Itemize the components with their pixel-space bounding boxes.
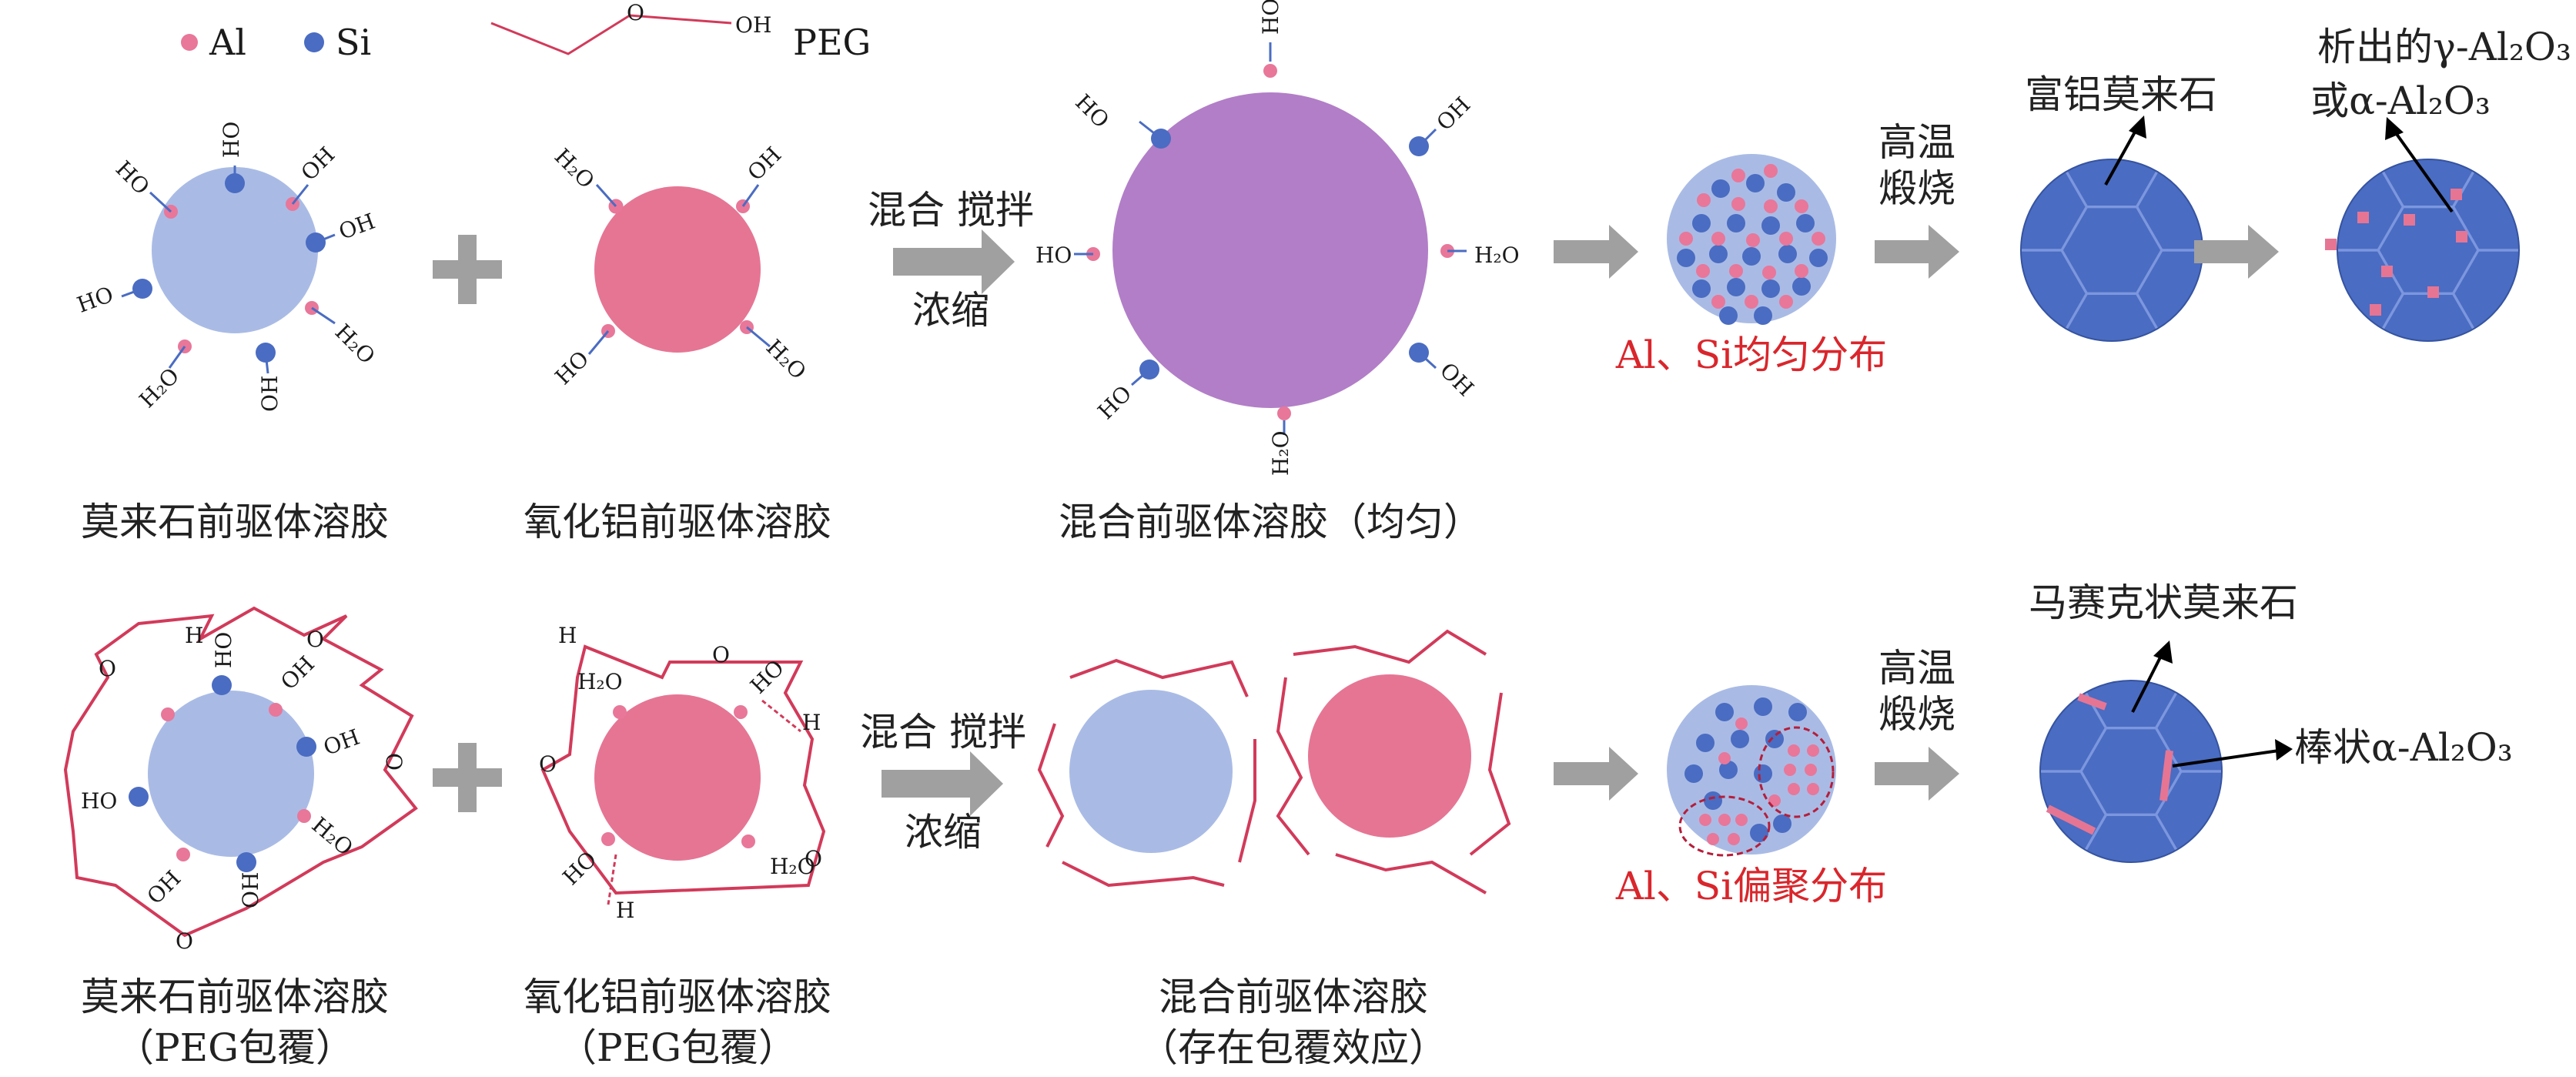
svg-text:O: O: [306, 627, 324, 652]
precipitate-label-2: 或α-Al₂O₃: [2310, 79, 2491, 123]
svg-text:OH: OH: [1435, 358, 1479, 402]
mosaic-mullite-grain: [2039, 641, 2293, 863]
peg-legend-oh: OH: [735, 12, 771, 38]
svg-text:H: H: [558, 623, 577, 648]
arrow-to-precipitate: [2194, 225, 2279, 279]
plus-sign: [433, 235, 502, 304]
mullite-peg-coated-label: （PEG包覆）: [115, 1025, 354, 1070]
alumina-sol-peg-particle: H H₂O HO HO H₂O H H O O O: [539, 623, 826, 923]
mix-stir-label-1: 混合 搅拌: [868, 188, 1034, 232]
peg-chain: [63, 606, 418, 938]
peg-legend-o: O: [627, 0, 644, 25]
coated-mixed-sol: [1037, 629, 1511, 895]
svg-text:OH: OH: [238, 872, 263, 908]
alumina-sol-label: 氧化铝前驱体溶胶: [524, 500, 831, 544]
svg-text:HO: HO: [74, 282, 117, 318]
svg-text:HO: HO: [1258, 0, 1283, 35]
svg-text:H: H: [185, 623, 203, 648]
legend: Al Si O OH PEG: [181, 0, 871, 63]
concentrate-label-1: 浓缩: [912, 288, 989, 333]
svg-text:OH: OH: [276, 651, 319, 695]
segregated-distribution-label: Al、Si偏聚分布: [1615, 864, 1887, 908]
svg-text:OH: OH: [320, 724, 363, 761]
peg-chain-icon: [490, 14, 732, 55]
svg-text:HO: HO: [81, 788, 117, 814]
svg-text:OH: OH: [1432, 92, 1476, 135]
coating-effect-label: （存在包覆效应）: [1139, 1025, 1447, 1070]
mosaic-mullite-label: 马赛克状莫来石: [2029, 580, 2298, 625]
arrow-to-segregated: [1554, 747, 1638, 801]
svg-text:O: O: [99, 656, 116, 681]
precipitated-alumina-grain: [2325, 117, 2520, 342]
svg-text:煅烧: 煅烧: [1878, 692, 1955, 737]
svg-text:HO: HO: [1070, 89, 1114, 133]
svg-text:煅烧: 煅烧: [1878, 166, 1955, 211]
svg-text:HO: HO: [211, 632, 236, 668]
svg-text:O: O: [381, 753, 406, 771]
mixed-sol-sphere: [1112, 92, 1428, 408]
peg-legend-label: PEG: [793, 22, 871, 63]
mullite-sol-label: 莫来石前驱体溶胶: [81, 500, 389, 544]
al-legend-label: Al: [209, 22, 246, 63]
svg-text:OH: OH: [142, 865, 186, 909]
svg-text:H₂O: H₂O: [307, 812, 358, 861]
calcination-arrow-2: 高温 煅烧: [1875, 646, 1959, 801]
svg-text:H₂O: H₂O: [577, 669, 623, 694]
precipitate-label-1: 析出的γ-Al₂O₃: [2317, 25, 2571, 69]
svg-text:H₂O: H₂O: [761, 335, 811, 385]
mixed-sol-uniform-label: 混合前驱体溶胶（均匀）: [1059, 500, 1482, 544]
svg-text:H₂O: H₂O: [330, 319, 380, 370]
mullite-sol-sphere: [152, 167, 318, 333]
arrow-to-uniform: [1554, 225, 1638, 279]
segregated-distribution-particle: [1667, 685, 1836, 857]
svg-text:O: O: [539, 751, 557, 777]
mullite-sol-peg-particle: H HO OH OH HO H₂O OH OH O O O O: [63, 606, 418, 954]
uniform-distribution-particle: [1667, 154, 1836, 325]
peg-chain-2: [540, 644, 826, 895]
svg-text:O: O: [176, 928, 193, 954]
svg-text:浓缩: 浓缩: [905, 810, 982, 855]
si-legend-label: Si: [336, 22, 371, 63]
svg-text:HO: HO: [1093, 380, 1137, 424]
alumina-sol-sphere: [594, 186, 761, 353]
svg-text:H₂O: H₂O: [770, 854, 815, 879]
mixed-sol-particle: HO HO OH HO H₂O HO OH H₂O: [1035, 0, 1520, 476]
plus-sign-2: [433, 743, 502, 812]
svg-text:高温: 高温: [1878, 646, 1955, 691]
svg-text:H₂O: H₂O: [1268, 430, 1293, 476]
svg-text:O: O: [712, 642, 730, 667]
mullite-sol-particle: HO HO OH OH HO H₂O H₂O OH: [74, 122, 380, 413]
process-arrow-mix-2: 混合 搅拌 浓缩: [860, 710, 1026, 855]
svg-text:HO: HO: [219, 122, 244, 158]
svg-text:HO: HO: [550, 346, 594, 390]
mullite-sol-peg-label: 莫来石前驱体溶胶: [81, 975, 389, 1019]
svg-text:HO: HO: [1035, 242, 1072, 268]
svg-text:HO: HO: [558, 846, 602, 890]
svg-text:OH: OH: [257, 376, 283, 412]
calcination-arrow-1: 高温 煅烧: [1875, 120, 1959, 279]
alumina-peg-coated-label: （PEG包覆）: [558, 1025, 797, 1070]
svg-text:O: O: [805, 846, 822, 871]
mixed-sol-label: 混合前驱体溶胶: [1159, 975, 1428, 1019]
svg-text:H: H: [802, 710, 821, 735]
rod-alumina-label: 棒状α-Al₂O₃: [2294, 725, 2513, 770]
uniform-distribution-label: Al、Si均匀分布: [1615, 333, 1887, 377]
svg-text:OH: OH: [743, 142, 787, 186]
alumina-sol-peg-label: 氧化铝前驱体溶胶: [524, 975, 831, 1019]
svg-text:H₂O: H₂O: [550, 144, 600, 194]
al-legend-dot: [181, 34, 198, 51]
svg-text:OH: OH: [336, 209, 379, 245]
svg-text:H₂O: H₂O: [135, 363, 185, 413]
alumina-sol-particle: H₂O OH HO H₂O: [550, 142, 811, 390]
process-arrow-mix-1: 混合 搅拌 浓缩: [868, 188, 1034, 333]
al-rich-mullite-label: 富铝莫来石: [2025, 72, 2217, 117]
svg-text:H₂O: H₂O: [1474, 242, 1520, 268]
svg-text:HO: HO: [111, 156, 155, 200]
si-legend-dot: [304, 32, 324, 52]
svg-text:H: H: [616, 898, 634, 923]
svg-text:OH: OH: [296, 142, 340, 186]
svg-text:混合 搅拌: 混合 搅拌: [860, 710, 1026, 754]
svg-text:高温: 高温: [1878, 120, 1955, 165]
